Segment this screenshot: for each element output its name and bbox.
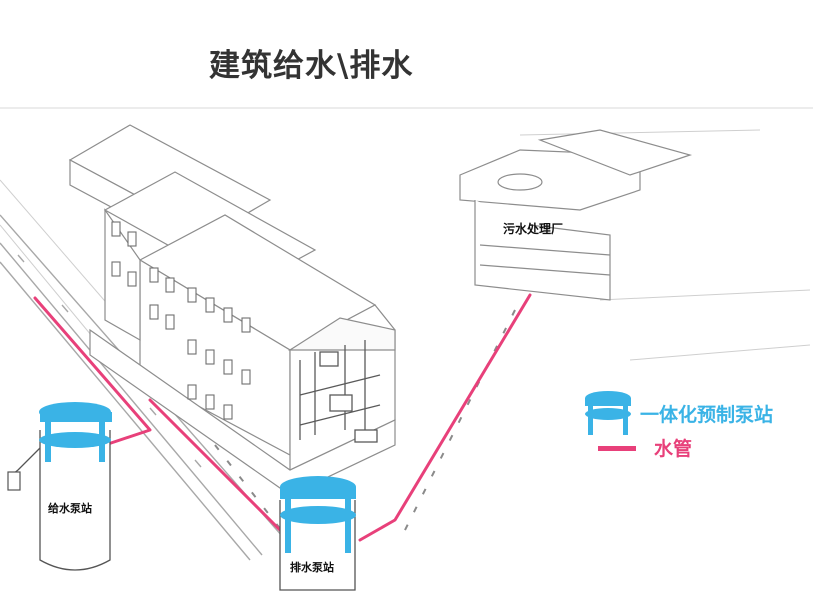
drain-pump-station [279,476,356,591]
pipe-line-icon [598,446,636,451]
title-divider [0,107,813,109]
page-title: 建筑给水\排水 [209,48,414,84]
interior-plumbing [299,340,381,443]
dashed-route [214,309,516,541]
pump-station-icon [585,391,631,435]
treatment-plant-label: 污水处理厂 [503,221,563,236]
legend-station-label: 一体化预制泵站 [640,403,773,426]
supply-pump-station-label: 给水泵站 [48,501,92,515]
legend: 一体化预制泵站 水管 [585,391,773,460]
building [68,124,396,496]
supply-pump-station [7,402,112,571]
drain-pump-station-label: 排水泵站 [290,560,334,574]
windows [111,221,251,420]
treatment-plant [459,129,693,301]
legend-pipe-label: 水管 [654,437,692,460]
